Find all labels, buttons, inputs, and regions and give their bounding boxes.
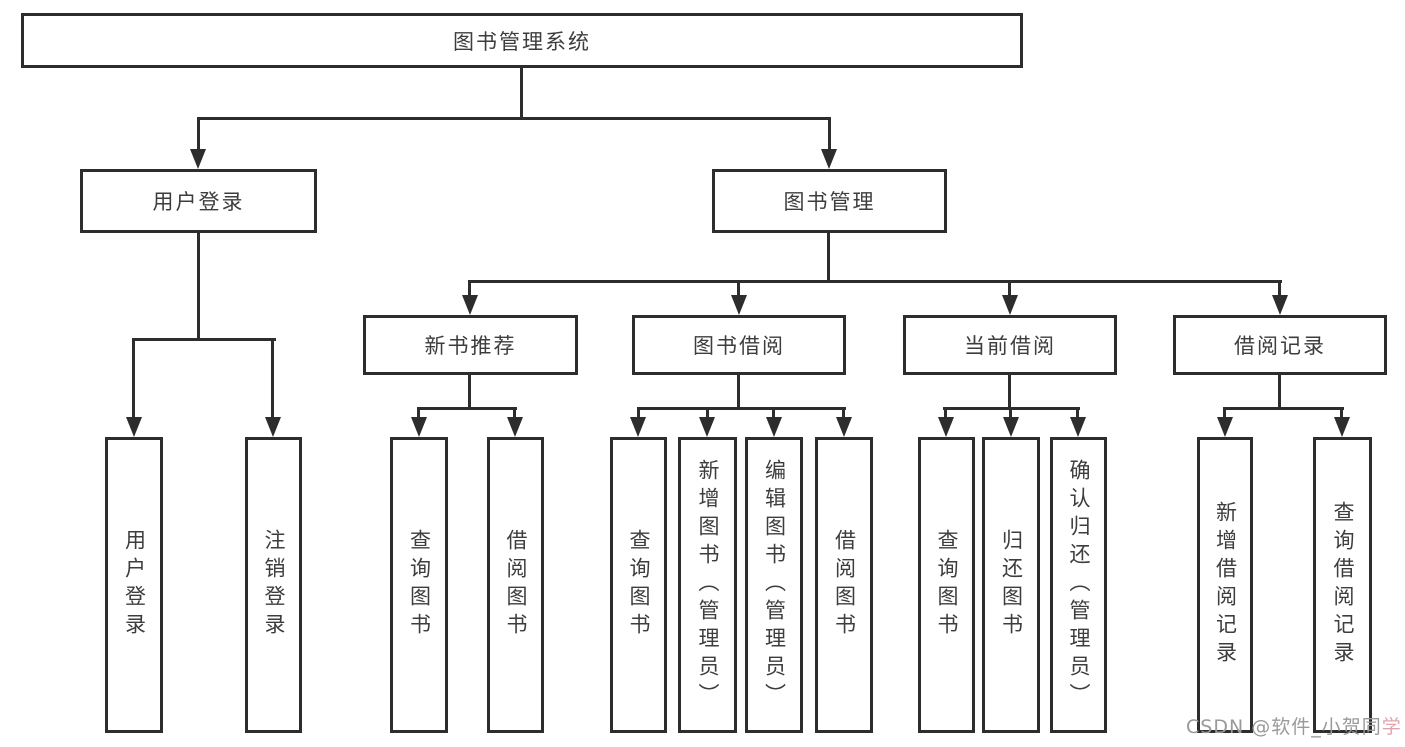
node-borrowing-records: 借阅记录 bbox=[1173, 315, 1387, 375]
arrowhead-return-books-icon bbox=[1003, 417, 1019, 437]
leaf-borrow-books-recommend: 借阅图书 bbox=[487, 437, 544, 733]
arrowhead-book-borrowing-icon bbox=[731, 295, 747, 315]
arrowhead-query-books-2-icon bbox=[630, 417, 646, 437]
connector-new-book-stem bbox=[468, 375, 471, 407]
leaf-query-books-borrowing: 查询图书 bbox=[610, 437, 667, 733]
leaf-return-books: 归还图书 bbox=[982, 437, 1040, 733]
arrowhead-query-books-1-icon bbox=[411, 417, 427, 437]
arrowhead-book-management-icon bbox=[821, 149, 837, 169]
leaf-query-borrow-record: 查询借阅记录 bbox=[1313, 437, 1372, 733]
connector-root-stem bbox=[520, 68, 523, 117]
connector-to-query-books-1 bbox=[417, 407, 420, 419]
leaf-query-books-current-label: 查询图书 bbox=[935, 529, 959, 641]
connector-to-borrow-books-1 bbox=[513, 407, 516, 419]
connector-to-borrow-books-2 bbox=[842, 407, 845, 419]
leaf-borrow-books-borrowing-label: 借阅图书 bbox=[832, 529, 857, 641]
arrowhead-borrow-books-1-icon bbox=[507, 417, 523, 437]
arrowhead-add-book-icon bbox=[699, 417, 715, 437]
connector-borrowing-records-stem bbox=[1278, 375, 1281, 407]
leaf-user-login-label: 用户登录 bbox=[122, 529, 147, 641]
leaf-edit-book-admin-label: 编辑图书（管理员） bbox=[762, 459, 787, 711]
leaf-return-books-label: 归还图书 bbox=[999, 529, 1024, 641]
node-root-label: 图书管理系统 bbox=[453, 29, 591, 54]
leaf-logout-label: 注销登录 bbox=[262, 529, 286, 641]
node-new-book-recommend-label: 新书推荐 bbox=[424, 334, 517, 358]
leaf-add-book-admin: 新增图书（管理员） bbox=[678, 437, 737, 733]
arrowhead-confirm-return-icon bbox=[1070, 417, 1086, 437]
leaf-add-borrow-record-label: 新增借阅记录 bbox=[1213, 501, 1238, 669]
leaf-query-books-current: 查询图书 bbox=[918, 437, 975, 733]
connector-current-borrowing-stem bbox=[1008, 375, 1011, 407]
node-borrowing-records-label: 借阅记录 bbox=[1234, 334, 1326, 358]
arrowhead-query-books-3-icon bbox=[938, 417, 954, 437]
leaf-query-books-recommend: 查询图书 bbox=[390, 437, 448, 733]
connector-book-borrowing-split bbox=[637, 407, 846, 410]
connector-user-login-stem bbox=[197, 233, 200, 338]
connector-to-book-management bbox=[828, 117, 831, 151]
arrowhead-leaf-user-login-icon bbox=[126, 417, 142, 437]
arrowhead-borrowing-records-icon bbox=[1272, 295, 1288, 315]
leaf-query-borrow-record-label: 查询借阅记录 bbox=[1331, 501, 1355, 669]
leaf-query-books-recommend-label: 查询图书 bbox=[407, 529, 432, 641]
connector-to-query-books-2 bbox=[637, 407, 640, 419]
leaf-add-borrow-record: 新增借阅记录 bbox=[1197, 437, 1253, 733]
connector-book-management-stem bbox=[827, 233, 830, 280]
connector-new-book-split bbox=[417, 407, 517, 410]
node-current-borrowing-label: 当前借阅 bbox=[964, 334, 1056, 358]
node-user-login: 用户登录 bbox=[80, 169, 317, 233]
node-book-management-label: 图书管理 bbox=[783, 190, 876, 214]
node-current-borrowing: 当前借阅 bbox=[903, 315, 1117, 375]
node-root: 图书管理系统 bbox=[21, 13, 1023, 68]
connector-to-return-books bbox=[1009, 407, 1012, 419]
leaf-user-login: 用户登录 bbox=[105, 437, 163, 733]
connector-to-add-book bbox=[706, 407, 709, 419]
connector-to-query-record bbox=[1340, 407, 1343, 419]
arrowhead-current-borrowing-icon bbox=[1002, 295, 1018, 315]
leaf-add-book-admin-label: 新增图书（管理员） bbox=[696, 459, 720, 711]
connector-to-query-books-3 bbox=[944, 407, 947, 419]
arrowhead-user-login-icon bbox=[190, 149, 206, 169]
node-book-borrowing-label: 图书借阅 bbox=[693, 334, 785, 358]
connector-book-borrowing-stem bbox=[737, 375, 740, 407]
arrowhead-edit-book-icon bbox=[766, 417, 782, 437]
leaf-logout: 注销登录 bbox=[245, 437, 302, 733]
watermark: CSDN @软件_小贺同学 bbox=[1186, 712, 1402, 739]
node-new-book-recommend: 新书推荐 bbox=[363, 315, 578, 375]
watermark-accent-text: 学 bbox=[1381, 716, 1402, 738]
node-book-management: 图书管理 bbox=[712, 169, 947, 233]
leaf-confirm-return-admin: 确认归还（管理员） bbox=[1050, 437, 1107, 733]
leaf-borrow-books-borrowing: 借阅图书 bbox=[815, 437, 873, 733]
arrowhead-new-book-icon bbox=[462, 295, 478, 315]
arrowhead-add-record-icon bbox=[1217, 417, 1233, 437]
connector-book-management-split bbox=[468, 280, 1282, 283]
connector-to-user-login bbox=[197, 117, 200, 151]
connector-to-book-borrowing bbox=[737, 280, 740, 297]
arrowhead-borrow-books-2-icon bbox=[836, 417, 852, 437]
connector-to-borrowing-records bbox=[1278, 280, 1281, 297]
connector-to-edit-book bbox=[772, 407, 775, 419]
connector-user-login-split bbox=[132, 338, 276, 341]
node-book-borrowing: 图书借阅 bbox=[632, 315, 846, 375]
leaf-edit-book-admin: 编辑图书（管理员） bbox=[745, 437, 803, 733]
leaf-query-books-borrowing-label: 查询图书 bbox=[627, 529, 651, 641]
connector-to-current-borrowing bbox=[1008, 280, 1011, 297]
leaf-confirm-return-admin-label: 确认归还（管理员） bbox=[1067, 459, 1091, 711]
leaf-borrow-books-recommend-label: 借阅图书 bbox=[504, 529, 528, 641]
connector-to-leaf-logout bbox=[271, 338, 274, 418]
arrowhead-leaf-logout-icon bbox=[265, 417, 281, 437]
connector-to-leaf-user-login bbox=[132, 338, 135, 418]
watermark-text: CSDN @软件_小贺同 bbox=[1186, 716, 1382, 738]
connector-to-add-record bbox=[1223, 407, 1226, 419]
connector-borrowing-records-split bbox=[1223, 407, 1344, 410]
connector-root-split bbox=[197, 117, 831, 120]
connector-to-confirm-return bbox=[1076, 407, 1079, 419]
arrowhead-query-record-icon bbox=[1334, 417, 1350, 437]
connector-to-new-book bbox=[468, 280, 471, 297]
node-user-login-label: 用户登录 bbox=[152, 190, 245, 214]
